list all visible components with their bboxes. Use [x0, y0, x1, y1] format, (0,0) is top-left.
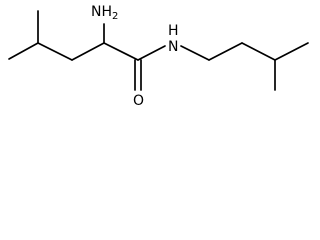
- amide-n-label: N: [168, 39, 178, 55]
- amine-label: NH2: [91, 4, 118, 22]
- bond-c6-c7: [208, 42, 243, 61]
- bond-c2-c4: [37, 42, 73, 61]
- bond-c1-c2: [8, 42, 39, 60]
- carbonyl-o-label: O: [133, 93, 144, 109]
- molecule-structure: NH2 N H O: [8, 4, 309, 109]
- bond-calpha-ccarbonyl: [103, 42, 139, 61]
- amide-h-label: H: [168, 23, 179, 39]
- amine-main-text: NH: [91, 4, 112, 20]
- bond-c7-c8: [241, 42, 276, 61]
- bond-c8-c9: [274, 42, 309, 61]
- bond-c4-calpha: [71, 42, 105, 61]
- bond-n-c6: [180, 45, 210, 61]
- bond-ccarbonyl-n: [137, 45, 166, 61]
- amine-subscript: 2: [112, 11, 118, 22]
